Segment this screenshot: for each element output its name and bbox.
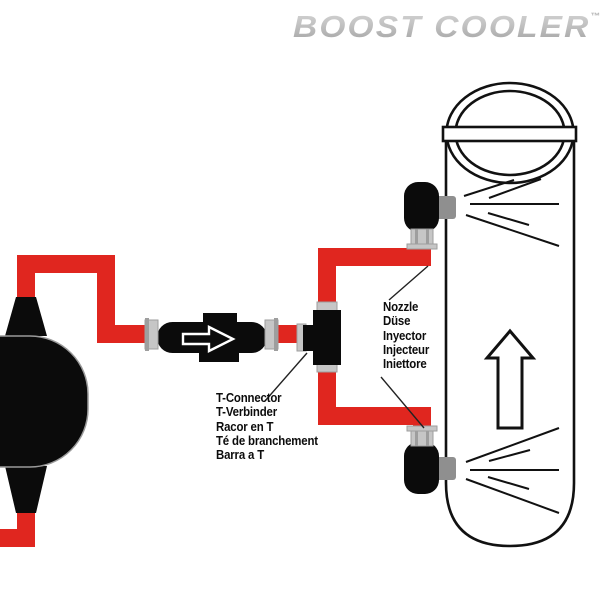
inline-filter [144,313,279,362]
airflow-up-arrow-icon [483,328,537,430]
nozzle-label-de: Düse [383,313,411,329]
tube-pump-inlet [0,506,35,547]
intake-tube [441,81,578,548]
intake-clamp-band [441,125,578,143]
nozzle-bottom-body [404,442,439,494]
nozzle-label-fr: Injecteur [383,341,430,357]
leader-tconnector [264,352,308,402]
t-connector-label-en: T-Connector [216,390,282,405]
t-connector-body [303,310,341,365]
leader-nozzle-bottom [380,376,425,429]
nozzle-top-mount [436,196,456,219]
spray-bottom [465,427,560,514]
filter-body [157,322,267,353]
t-connector-label: T-Connector T-Verbinder Racor en T Té de… [216,390,318,463]
pump-body [0,335,89,468]
filter-outlet-fitting [264,318,279,351]
nozzle-top-body [404,182,439,232]
brand-logo: BOOST COOLER™ [293,9,600,45]
nozzle-bottom-mount [436,457,456,480]
spray-top [463,178,560,247]
nozzle-label: Nozzle Düse Inyector Injecteur Iniettore [383,299,430,372]
pump-top-port [5,297,47,336]
t-connector-label-de: T-Verbinder [216,404,278,420]
trademark-symbol: ™ [590,11,600,21]
t-connector-label-it: Barra a T [216,447,265,463]
nozzle-bottom-fitting [406,425,438,447]
filter-inlet-fitting [144,318,159,351]
nozzle-label-it: Iniettore [383,356,427,372]
water-pump [0,297,89,513]
leader-nozzle-top [388,265,429,301]
nozzle-label-es: Inyector [383,327,427,343]
t-connector-label-fr: Té de branchement [216,432,318,448]
nozzle-top-fitting [406,228,438,250]
tube-pump-to-filter [17,255,152,343]
logo-text: BOOST COOLER [293,9,591,44]
injection-nozzle-bottom [404,425,456,494]
t-connector-label-es: Racor en T [216,418,274,434]
injection-nozzle-top [404,182,456,250]
pump-bottom-port [5,466,47,513]
filter-flow-arrow-icon [181,325,236,353]
t-connector [296,301,341,373]
nozzle-label-en: Nozzle [383,299,419,314]
